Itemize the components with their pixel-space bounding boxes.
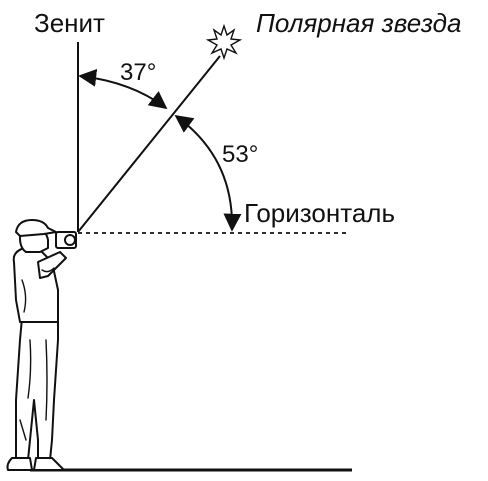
sight-line bbox=[77, 55, 221, 233]
zenith-angle-arc bbox=[78, 68, 168, 110]
observer-cap bbox=[15, 219, 57, 237]
polaris-label: Полярная звезда bbox=[256, 8, 462, 38]
zenith-label: Зенит bbox=[34, 8, 105, 38]
horizontal-label: Горизонталь bbox=[244, 198, 395, 228]
altitude-angle-label: 53° bbox=[222, 141, 258, 168]
camera-lens bbox=[64, 234, 76, 246]
observer-shoe-right bbox=[33, 457, 65, 471]
observer-legs bbox=[15, 317, 59, 461]
altitude-angle-arc bbox=[174, 114, 242, 232]
star-icon bbox=[205, 23, 243, 61]
observer-figure bbox=[6, 219, 77, 471]
zenith-angle-label: 37° bbox=[120, 59, 156, 86]
observer-shoe-left bbox=[6, 457, 33, 471]
